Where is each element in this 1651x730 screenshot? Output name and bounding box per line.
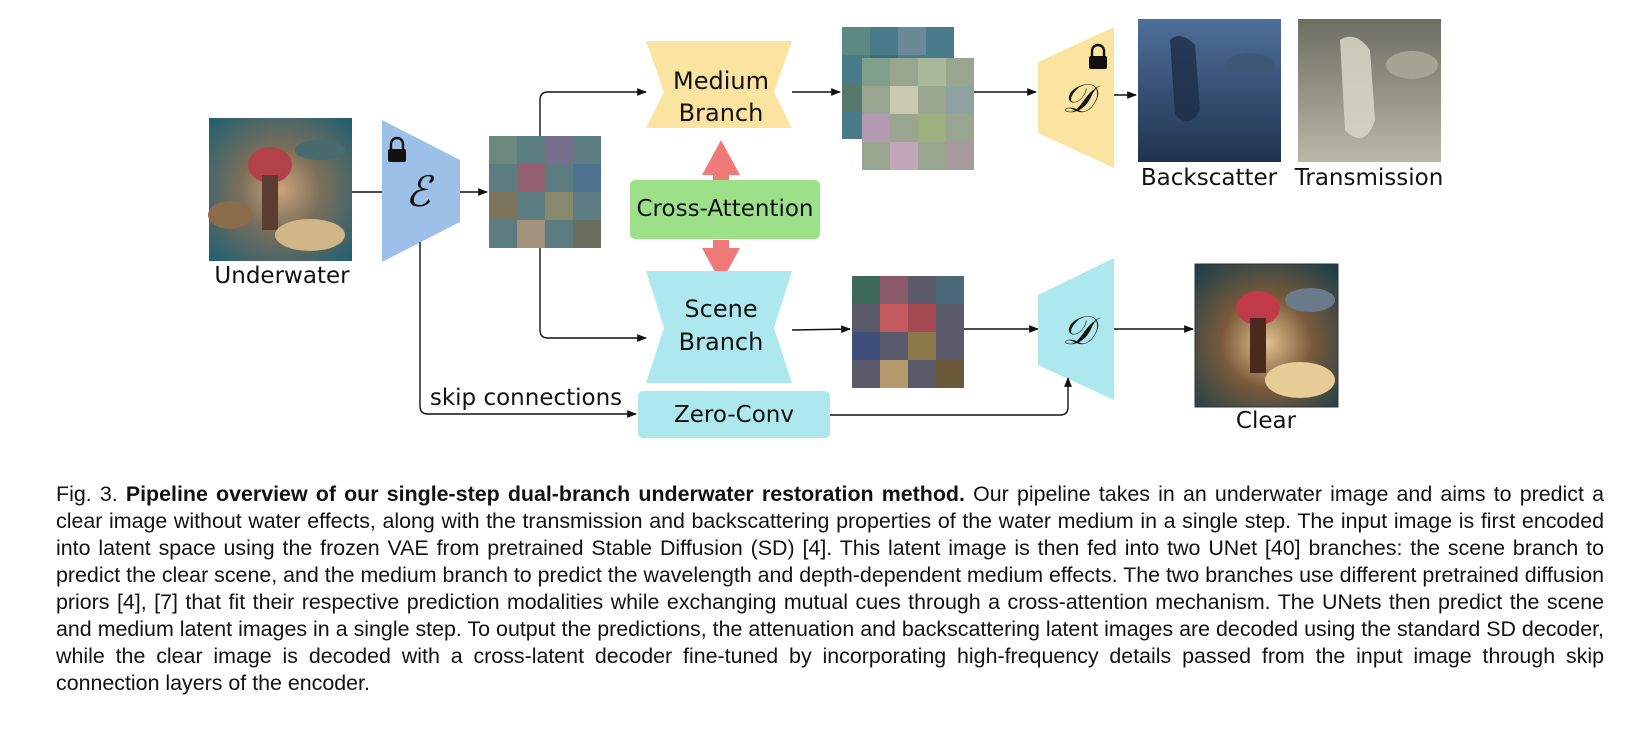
zero-conv-to-decoder-arrow [830, 377, 1072, 416]
encoder-block: ℰ [382, 120, 460, 262]
transmission-image [1298, 19, 1441, 162]
underwater-label: Underwater [214, 263, 350, 289]
clear-image [1194, 263, 1339, 408]
scene-to-latent-arrow [791, 325, 851, 334]
input-latent-image [489, 136, 601, 248]
cross-attention-arrows [702, 140, 740, 283]
lock-icon [1089, 43, 1107, 69]
skip-connections-label: skip connections [430, 385, 622, 411]
medium-branch-line1: Medium [673, 67, 769, 95]
backscatter-label: Backscatter [1141, 165, 1278, 191]
skip-connection-arrow [419, 242, 637, 418]
pipeline-diagram: Underwater ℰ Medium Branch [208, 19, 1444, 438]
top-decoder-block: 𝒟 [1038, 27, 1114, 168]
medium-latent-front [862, 58, 974, 170]
caption-prefix: Fig. 3. [56, 482, 118, 506]
figure-caption: Fig. 3. Pipeline overview of our single-… [56, 481, 1604, 697]
underwater-image [208, 118, 352, 261]
latent-to-scene-arrow [539, 248, 647, 342]
caption-title: Pipeline overview of our single-step dua… [125, 482, 965, 506]
backscatter-image [1138, 19, 1281, 162]
cross-attention-block: Cross-Attention [630, 180, 820, 239]
zero-conv-label: Zero-Conv [674, 402, 794, 428]
caption-body: Our pipeline takes in an underwater imag… [56, 482, 1604, 695]
lock-icon [388, 136, 406, 162]
latent-to-medium-arrow [539, 88, 647, 136]
cross-attention-label: Cross-Attention [637, 196, 814, 222]
bottom-decoder-block: 𝒟 [1038, 258, 1114, 400]
scene-branch-line2: Branch [679, 328, 764, 356]
scene-branch-line1: Scene [684, 295, 757, 323]
zero-conv-block: Zero-Conv [638, 391, 830, 438]
encoder-symbol: ℰ [405, 167, 435, 216]
medium-branch-line2: Branch [679, 99, 764, 127]
medium-branch-block: Medium Branch [646, 41, 792, 128]
clear-label: Clear [1236, 408, 1297, 434]
transmission-label: Transmission [1294, 165, 1444, 191]
scene-latent-image [852, 276, 964, 388]
scene-branch-block: Scene Branch [646, 271, 792, 383]
